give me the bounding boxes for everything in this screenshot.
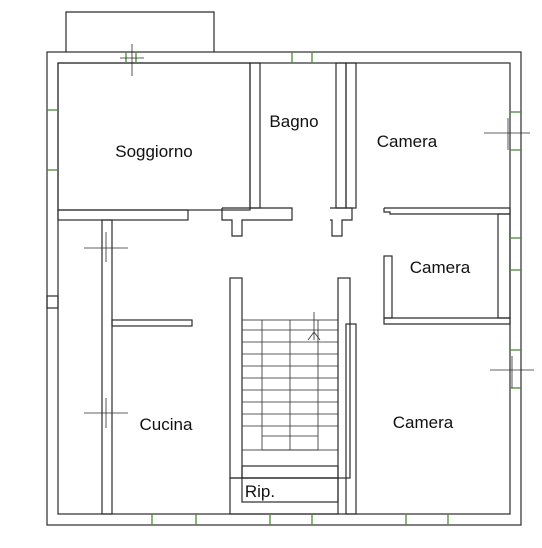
- balcony: [65, 11, 215, 52]
- windows: [47, 52, 521, 525]
- room-label-camera-bottom: Camera: [393, 413, 454, 432]
- room-label-camera-top: Camera: [377, 132, 438, 151]
- room-label-soggiorno: Soggiorno: [115, 142, 193, 161]
- crossing-marks: [84, 44, 534, 428]
- room-label-cucina: Cucina: [140, 415, 193, 434]
- rip-walls: [229, 477, 339, 515]
- camera-walls: [345, 62, 511, 515]
- cucina-walls: [46, 219, 193, 515]
- room-label-bagno: Bagno: [269, 112, 318, 131]
- room-label-rip: Rip.: [245, 482, 275, 501]
- bagno-walls: [221, 62, 353, 237]
- room-label-camera-mid: Camera: [410, 258, 471, 277]
